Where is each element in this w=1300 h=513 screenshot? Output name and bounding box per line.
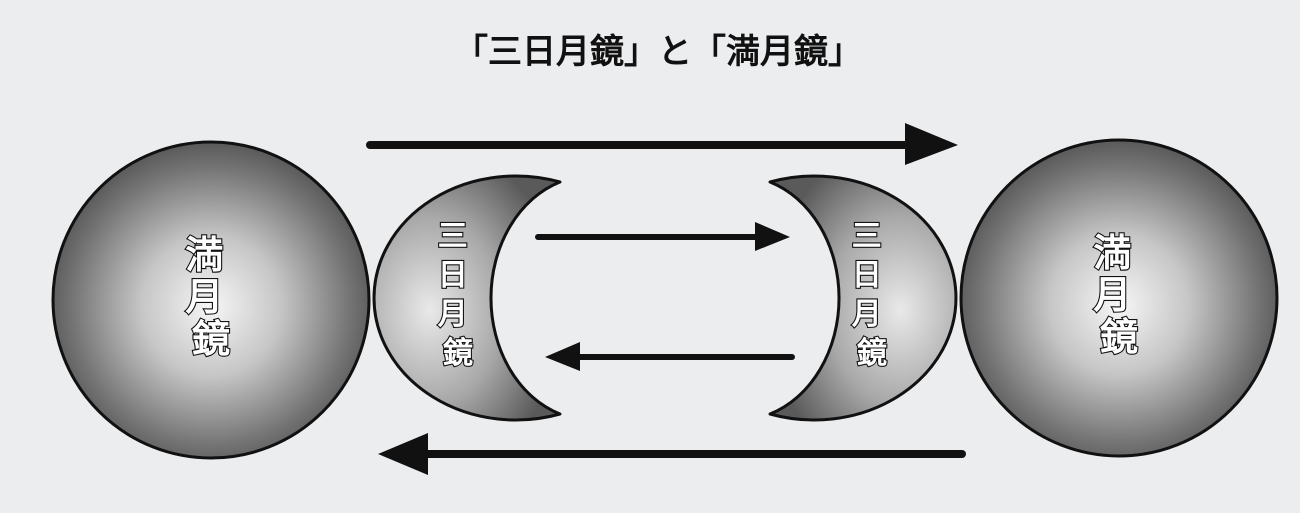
arrow-inner-right — [535, 222, 790, 251]
full-moon-label-right: 満 月 鏡 — [1093, 231, 1144, 359]
full-moon-mirror-left: 満 月 鏡 — [51, 140, 371, 460]
arrow-bottom-left — [378, 433, 966, 475]
crescent-label-right: 三 日 月 鏡 — [852, 219, 892, 371]
full-moon-label-left: 満 月 鏡 — [185, 233, 236, 361]
full-moon-mirror-right: 満 月 鏡 — [959, 138, 1279, 458]
arrow-top-right — [366, 123, 958, 165]
crescent-label-left: 三 日 月 鏡 — [438, 219, 478, 371]
diagram-title: 「三日月鏡」と「満月鏡」 — [454, 32, 862, 72]
arrow-inner-left — [545, 342, 795, 371]
crescent-mirror-right: 三 日 月 鏡 — [768, 174, 958, 422]
crescent-mirror-left: 三 日 月 鏡 — [372, 174, 562, 422]
